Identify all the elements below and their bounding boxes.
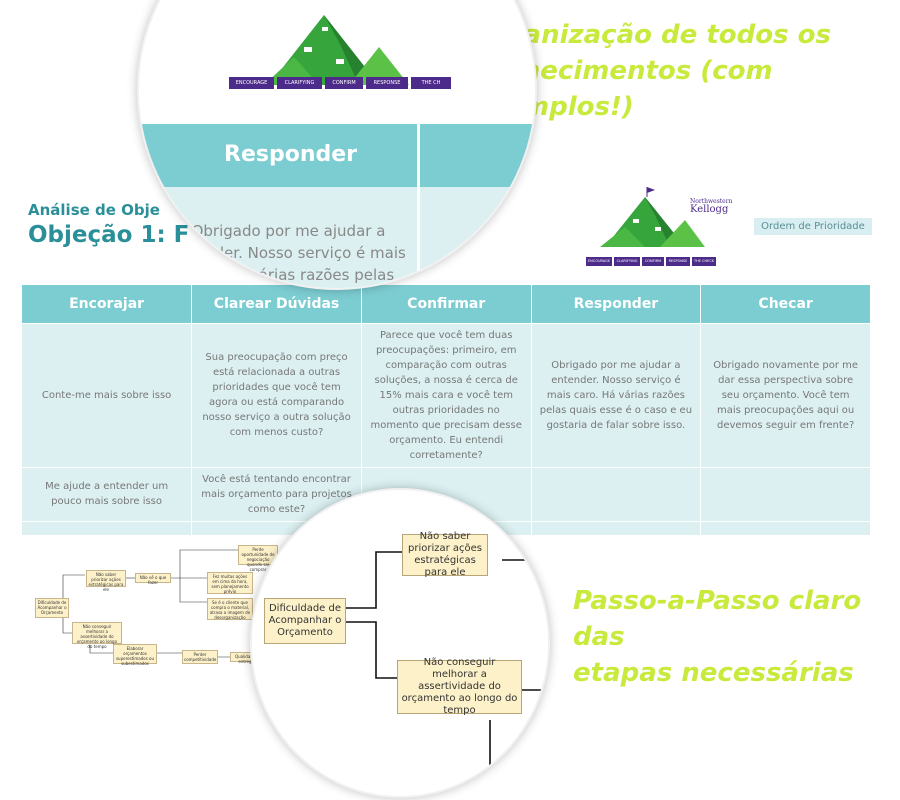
headline-bottom: Passo-a-Passo claro das etapas necessári… [573, 583, 900, 691]
flow-small-a: Não saber priorizar ações estratégicas p… [86, 570, 126, 592]
table-cell [700, 466, 871, 521]
col-header-responder: Responder [531, 285, 702, 323]
col-header-confirmar: Confirmar [361, 285, 532, 323]
table-cell [22, 520, 193, 535]
table-cell: Obrigado novamente por me dar essa persp… [700, 322, 871, 467]
mountain-illustration [600, 185, 710, 250]
headline-bottom-line1: Passo-a-Passo claro das [573, 586, 862, 652]
lens-step-pill-2: CLARIFYING QUESTIONS [277, 77, 322, 98]
col-header-checar: Checar [700, 285, 871, 323]
flow-small-b1: Elaborar orçamentos superestimados ou su… [113, 644, 157, 666]
table-row: Me ajude a entender um pouco mais sobre … [22, 466, 871, 521]
headline-bottom-line2: etapas necessárias [573, 658, 854, 688]
objection-subtitle: Análise de Obje [28, 201, 160, 219]
lens-step-pill-4: RESPONSE [366, 77, 408, 89]
step-pill-5: THE CHECK [692, 257, 716, 266]
flow-small-a3: Se é o cliente que compra o material, at… [207, 598, 253, 620]
lens-step-pill-3: CONFIRM [325, 77, 363, 89]
lens-cell-text: Obrigado por me ajudar a entender. Nosso… [171, 222, 406, 284]
headline-top-line1: Organização de todos os [470, 20, 831, 50]
col-header-clarear: Clarear Dúvidas [191, 285, 362, 323]
lens-flow-connectors [346, 548, 548, 796]
table-cell: Conte-me mais sobre isso [22, 322, 193, 467]
table-cell: Sua preocupação com preço está relaciona… [191, 322, 362, 467]
flow-lens-a: Não saber priorizar ações estratégicas p… [402, 531, 488, 578]
kellogg-logo-line2: Kellogg [690, 204, 729, 215]
table-row: Conte-me mais sobre isso Sua preocupação… [22, 322, 871, 467]
step-pill-1: ENCOURAGE [586, 257, 612, 266]
flow-small-a2: Fez muitas ações em cima da hora, sem pl… [207, 572, 253, 594]
flow-lens-root: Dificuldade de Acompanhar o Orçamento [264, 598, 346, 644]
flow-small-a1: Não vê o que fazer [135, 573, 171, 585]
magnifier-flowchart: Dificuldade de Acompanhar o Orçamento Nã… [250, 488, 550, 798]
priority-badge[interactable]: Ordem de Prioridade [754, 218, 872, 235]
objection-table: Encorajar Clarear Dúvidas Confirmar Resp… [22, 285, 871, 535]
magnifier-responder: ENCOURAGE CLARIFYING QUESTIONS CONFIRM R… [137, 0, 537, 290]
lens-step-pill-1: ENCOURAGE [229, 77, 274, 89]
table-cell [531, 466, 702, 521]
table-cell [700, 520, 871, 535]
table-cell [531, 520, 702, 535]
flow-small-root: Dificuldade de Acompanhar o Orçamento [35, 598, 69, 618]
step-pill-2: CLARIFYING QUESTIONS [614, 257, 640, 272]
step-pill-3: CONFIRM [642, 257, 664, 266]
kellogg-logo-line1: Northwestern [690, 198, 733, 205]
lens-header-responder: Responder [224, 142, 357, 167]
lens-header-bg [139, 124, 535, 187]
col-header-encorajar: Encorajar [22, 285, 193, 323]
flow-small-b: Não conseguir melhorar a assertividade d… [72, 622, 122, 649]
flow-lens-b: Não conseguir melhorar a assertividade d… [397, 657, 522, 716]
lens-body-bg [139, 187, 535, 288]
kellogg-logo: Northwestern Kellogg [690, 198, 732, 215]
table-cell: Você está tentando encontrar mais orçame… [191, 466, 362, 521]
mountain-illustration-large [264, 15, 409, 85]
lens-step-pill-5: THE CH [411, 77, 451, 89]
lens-column-divider [417, 124, 420, 288]
table-cell: Parece que você tem duas preocupações: p… [361, 322, 532, 467]
flow-small-b2: Perder competitividade [182, 650, 218, 664]
table-cell: Obrigado por me ajudar a entender. Nosso… [531, 322, 702, 467]
flow-small-a4: Perde oportunidade de negociação quando … [238, 545, 278, 572]
step-pill-4: RESPONSE [666, 257, 690, 266]
table-cell: Me ajude a entender um pouco mais sobre … [22, 466, 193, 521]
